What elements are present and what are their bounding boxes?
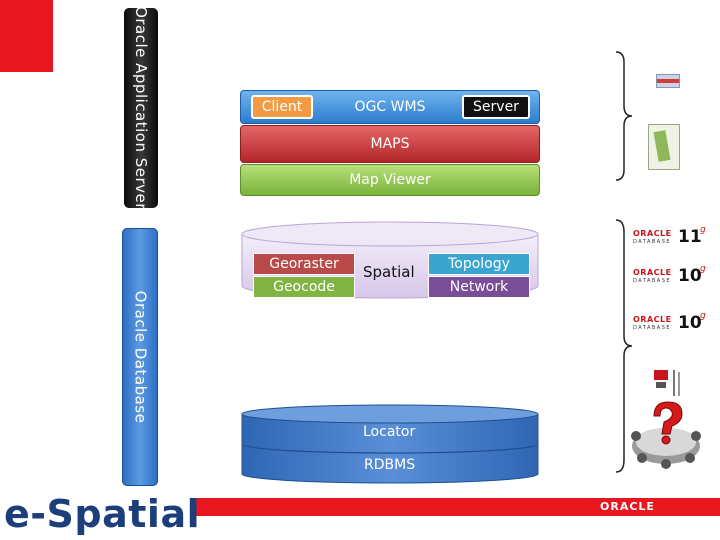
oracle-wordmark: ORACLE: [633, 268, 672, 277]
georaster-box: Georaster: [253, 253, 355, 275]
oracle-8i-logo-icon: [654, 370, 680, 396]
geocode-box: Geocode: [253, 276, 355, 298]
database-wordmark: DATABASE: [633, 278, 672, 284]
rdbms-label: RDBMS: [364, 457, 416, 473]
application-server-label: Oracle Application Server: [132, 6, 151, 210]
db-version: 10: [678, 313, 702, 333]
georaster-label: Georaster: [269, 256, 339, 272]
server-label: Server: [473, 99, 519, 115]
server-chip: Server: [462, 95, 530, 119]
oracle-db-10g-logo-2: ORACLE DATABASE 10 g: [633, 311, 706, 339]
footer-oracle-logo: ORACLE: [600, 500, 655, 513]
oracle-database-bar: Oracle Database: [122, 228, 158, 486]
oracle-logo-thumb-icon: [656, 74, 680, 88]
maps-label: MAPS: [370, 136, 410, 152]
client-label: Client: [261, 99, 303, 115]
db-version: 11: [678, 227, 702, 247]
db-version-suffix: g: [700, 311, 706, 321]
locator-label: Locator: [363, 424, 416, 440]
red-corner-block: [0, 0, 53, 72]
oracle-db-11g-logo: ORACLE DATABASE 11 g: [633, 225, 706, 253]
database-wordmark: DATABASE: [633, 325, 672, 331]
topology-label: Topology: [448, 256, 510, 272]
topology-box: Topology: [428, 253, 530, 275]
geocode-label: Geocode: [273, 279, 335, 295]
network-box: Network: [428, 276, 530, 298]
e-spatial-logo: e-Spatial: [4, 492, 201, 536]
oracle-wordmark: ORACLE: [633, 229, 672, 238]
map-viewer-label: Map Viewer: [349, 172, 431, 188]
db-version-suffix: g: [700, 225, 706, 235]
ogc-wms-label: OGC WMS: [354, 99, 426, 115]
oracle-db-10g-logo: ORACLE DATABASE 10 g: [633, 264, 706, 292]
database-label: Oracle Database: [131, 290, 149, 424]
oracle-application-server-bar: Oracle Application Server: [124, 6, 158, 210]
spatial-label: Spatial: [363, 263, 415, 281]
footer-red-bar: [192, 498, 720, 516]
app-tier-brace-icon: [615, 51, 633, 181]
map-viewer-layer: Map Viewer: [240, 164, 540, 196]
client-chip: Client: [251, 95, 313, 119]
meeting-table-question-icon: [631, 401, 701, 469]
database-wordmark: DATABASE: [633, 239, 672, 245]
maps-layer: MAPS: [240, 125, 540, 163]
db-tier-brace-icon: [615, 219, 633, 473]
db-version: 10: [678, 266, 702, 286]
network-label: Network: [449, 279, 509, 295]
db-version-suffix: g: [700, 264, 706, 274]
locator-rdbms-cylinder: [241, 404, 539, 484]
map-thumb-icon: [648, 124, 680, 170]
oracle-wordmark: ORACLE: [633, 315, 672, 324]
